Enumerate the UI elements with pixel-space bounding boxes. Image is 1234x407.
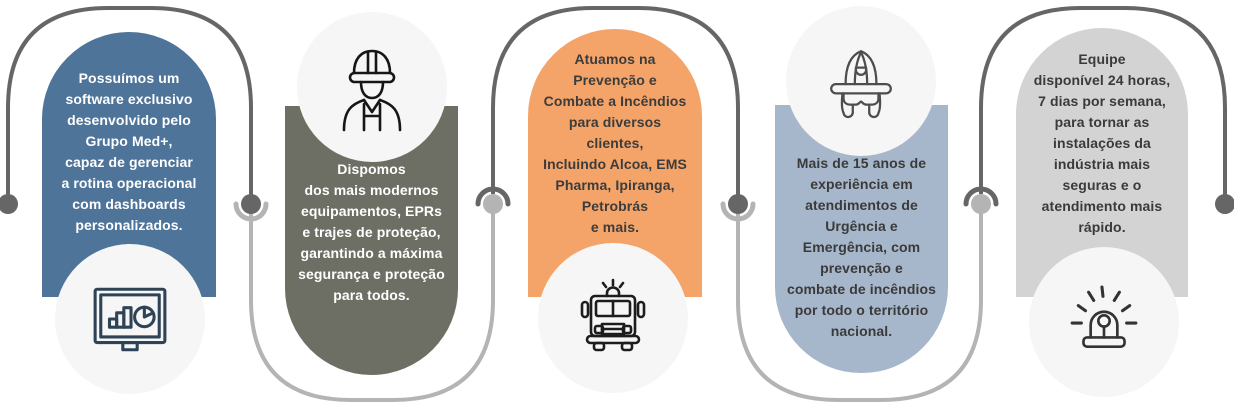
icon-circle-worker [297, 12, 447, 162]
icon-circle-siren [1029, 247, 1179, 397]
card-software-text: Possuímos um software exclusivo desenvol… [61, 70, 197, 233]
connector-dot-4 [728, 194, 748, 214]
card-equipamentos: Dispomos dos mais modernos equipamentos,… [285, 106, 458, 375]
card-experiencia-text: Mais de 15 anos de experiência em atendi… [786, 155, 937, 339]
connector-dot-2 [241, 194, 261, 214]
icon-circle-helmet [786, 6, 936, 156]
connector-dot-6 [1215, 194, 1234, 214]
arc-over-card-1 [6, 6, 253, 204]
connector-dot-5 [971, 194, 991, 214]
siren-icon [1070, 285, 1138, 348]
connector-dot-3 [483, 194, 503, 214]
card-software: Possuímos um software exclusivo desenvol… [42, 32, 216, 297]
card-equipe-text: Equipe disponível 24 horas, 7 dias por s… [1033, 51, 1171, 235]
icon-circle-dashboard [55, 244, 205, 394]
safety-worker-icon [342, 49, 402, 132]
card-prevencao-text: Atuamos na Prevenção e Combate a Incêndi… [543, 51, 687, 235]
arc-over-card-5 [979, 6, 1227, 204]
arc-under-card-4 [736, 204, 983, 402]
fire-helmet-icon [830, 50, 892, 119]
icon-circle-firetruck [538, 243, 688, 393]
fire-truck-icon [580, 278, 646, 352]
connector-dot-1 [0, 194, 18, 214]
arc-over-card-3 [491, 6, 740, 204]
dashboard-monitor-icon [93, 287, 167, 352]
card-equipamentos-text: Dispomos dos mais modernos equipamentos,… [298, 161, 445, 303]
arc-under-card-2 [249, 204, 495, 402]
